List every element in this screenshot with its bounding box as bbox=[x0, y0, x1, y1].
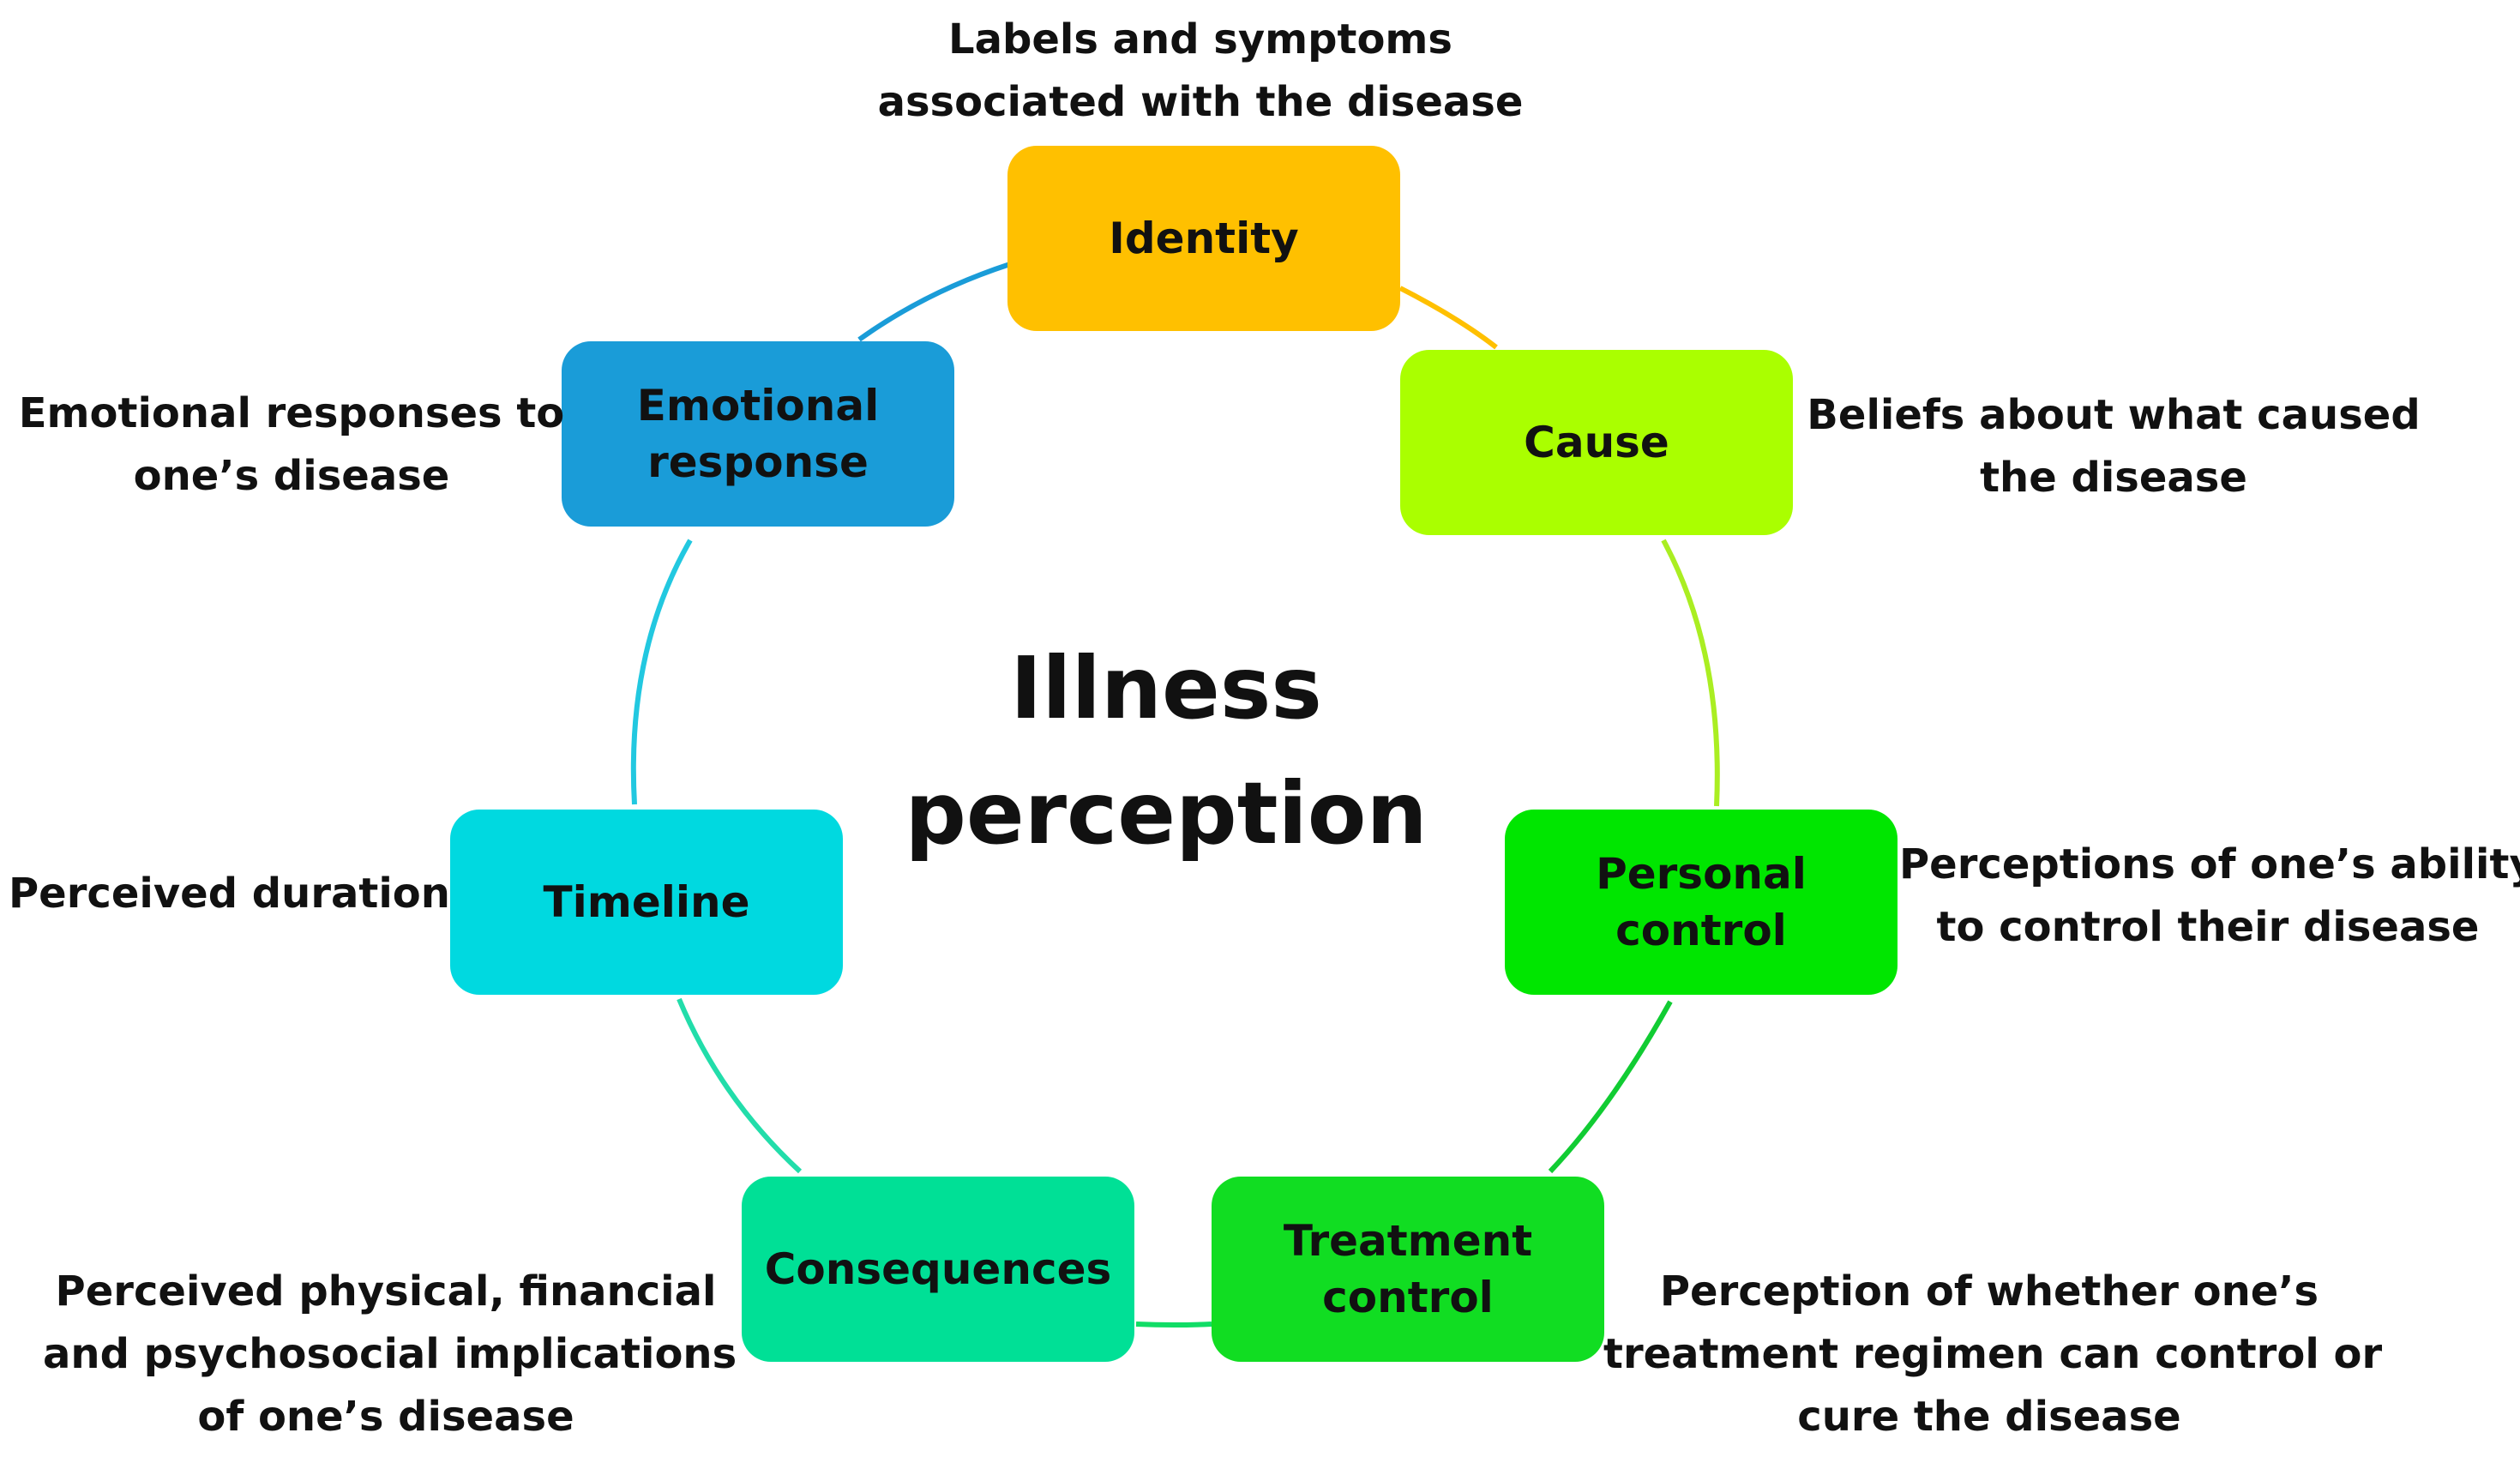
node-timeline: Timeline bbox=[450, 810, 843, 995]
arc-personal-control-treatment-control bbox=[1548, 1000, 1673, 1174]
node-label: control bbox=[1322, 1273, 1494, 1322]
desc-line: Beliefs about what caused bbox=[1807, 391, 2421, 439]
node-cause: Cause bbox=[1400, 350, 1793, 535]
node-label: response bbox=[647, 437, 869, 487]
node-label: Treatment bbox=[1283, 1216, 1533, 1266]
desc-line: the disease bbox=[1980, 454, 2247, 502]
desc-line: one’s disease bbox=[133, 452, 450, 500]
desc-line: of one’s disease bbox=[197, 1393, 574, 1441]
desc-line: Emotional responses to bbox=[18, 389, 565, 437]
node-label: Consequences bbox=[764, 1244, 1112, 1294]
desc-line: Perceived physical, financial bbox=[55, 1267, 717, 1315]
node-treatment-control: Treatment control bbox=[1212, 1177, 1604, 1362]
node-label: control bbox=[1615, 906, 1787, 955]
node-personal-control: Personal control bbox=[1505, 810, 1898, 995]
desc-line: associated with the disease bbox=[877, 78, 1524, 126]
node-emotional-response: Emotional response bbox=[562, 341, 954, 527]
desc-consequences: Perceived physical, financial and psycho… bbox=[43, 1261, 737, 1448]
arc-emotional-response-identity bbox=[857, 262, 1011, 342]
desc-treatment-control: Perception of whether one’s treatment re… bbox=[1603, 1261, 2383, 1448]
arc-timeline-emotional-response bbox=[630, 539, 693, 805]
desc-line: Perception of whether one’s bbox=[1659, 1267, 2319, 1315]
desc-line: and psychosocial implications bbox=[43, 1330, 737, 1378]
arc-cause-personal-control bbox=[1661, 539, 1720, 807]
title-line: perception bbox=[905, 763, 1428, 864]
node-label: Emotional bbox=[636, 381, 880, 430]
node-label: Timeline bbox=[543, 877, 750, 927]
title-line: Illness bbox=[1010, 638, 1322, 738]
desc-line: Perceived duration bbox=[9, 870, 450, 918]
desc-identity: Labels and symptoms associated with the … bbox=[857, 9, 1543, 134]
arc-consequences-timeline bbox=[677, 997, 803, 1174]
diagram-title: Illness perception bbox=[857, 626, 1475, 876]
desc-timeline: Perceived duration bbox=[9, 863, 450, 925]
node-consequences: Consequences bbox=[742, 1177, 1134, 1362]
arc-treatment-control-consequences bbox=[1135, 1321, 1212, 1328]
node-label: Cause bbox=[1524, 418, 1669, 467]
desc-cause: Beliefs about what caused the disease bbox=[1788, 384, 2439, 509]
node-label: Identity bbox=[1109, 214, 1299, 263]
node-label: Personal bbox=[1596, 849, 1807, 899]
desc-personal-control: Perceptions of one’s ability to control … bbox=[1899, 834, 2520, 959]
desc-line: Perceptions of one’s ability bbox=[1899, 840, 2520, 888]
node-identity: Identity bbox=[1007, 146, 1400, 331]
desc-line: cure the disease bbox=[1797, 1393, 2181, 1441]
desc-line: Labels and symptoms bbox=[948, 15, 1452, 63]
desc-line: to control their disease bbox=[1936, 903, 2480, 951]
desc-emotional-response: Emotional responses to one’s disease bbox=[17, 382, 566, 508]
desc-line: treatment regimen can control or bbox=[1603, 1330, 2383, 1378]
arc-identity-cause bbox=[1398, 286, 1498, 350]
